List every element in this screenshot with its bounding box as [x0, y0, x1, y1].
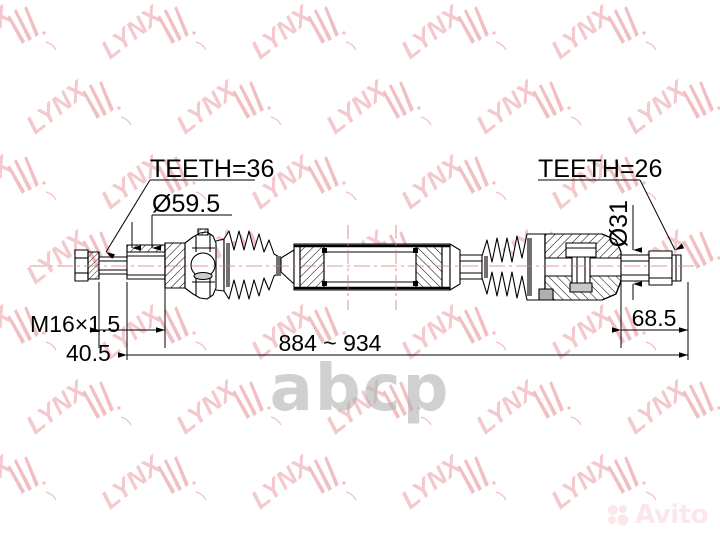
- bellows-boot-right: [481, 233, 546, 301]
- intermediate-shaft: [280, 243, 483, 291]
- overall-length-label: 884 ~ 934: [279, 330, 382, 356]
- teeth-right-label: TEETH=26: [538, 155, 662, 183]
- splined-stub-left: [126, 244, 166, 280]
- length-left-label: 40.5: [66, 340, 111, 366]
- cv-joint-outer-left: [164, 228, 225, 300]
- diameter-left-label: Ø59.5: [152, 190, 220, 218]
- threaded-shank: [98, 256, 128, 275]
- splined-stub-right: [620, 250, 682, 286]
- thread-left-label: M16×1.5: [30, 311, 120, 337]
- teeth-left-label: TEETH=36: [150, 155, 274, 183]
- diameter-right-label: Ø31: [605, 200, 633, 247]
- length-right-label: 68.5: [632, 305, 677, 331]
- bellows-boot-left: [223, 230, 282, 300]
- hex-nut: [74, 249, 100, 282]
